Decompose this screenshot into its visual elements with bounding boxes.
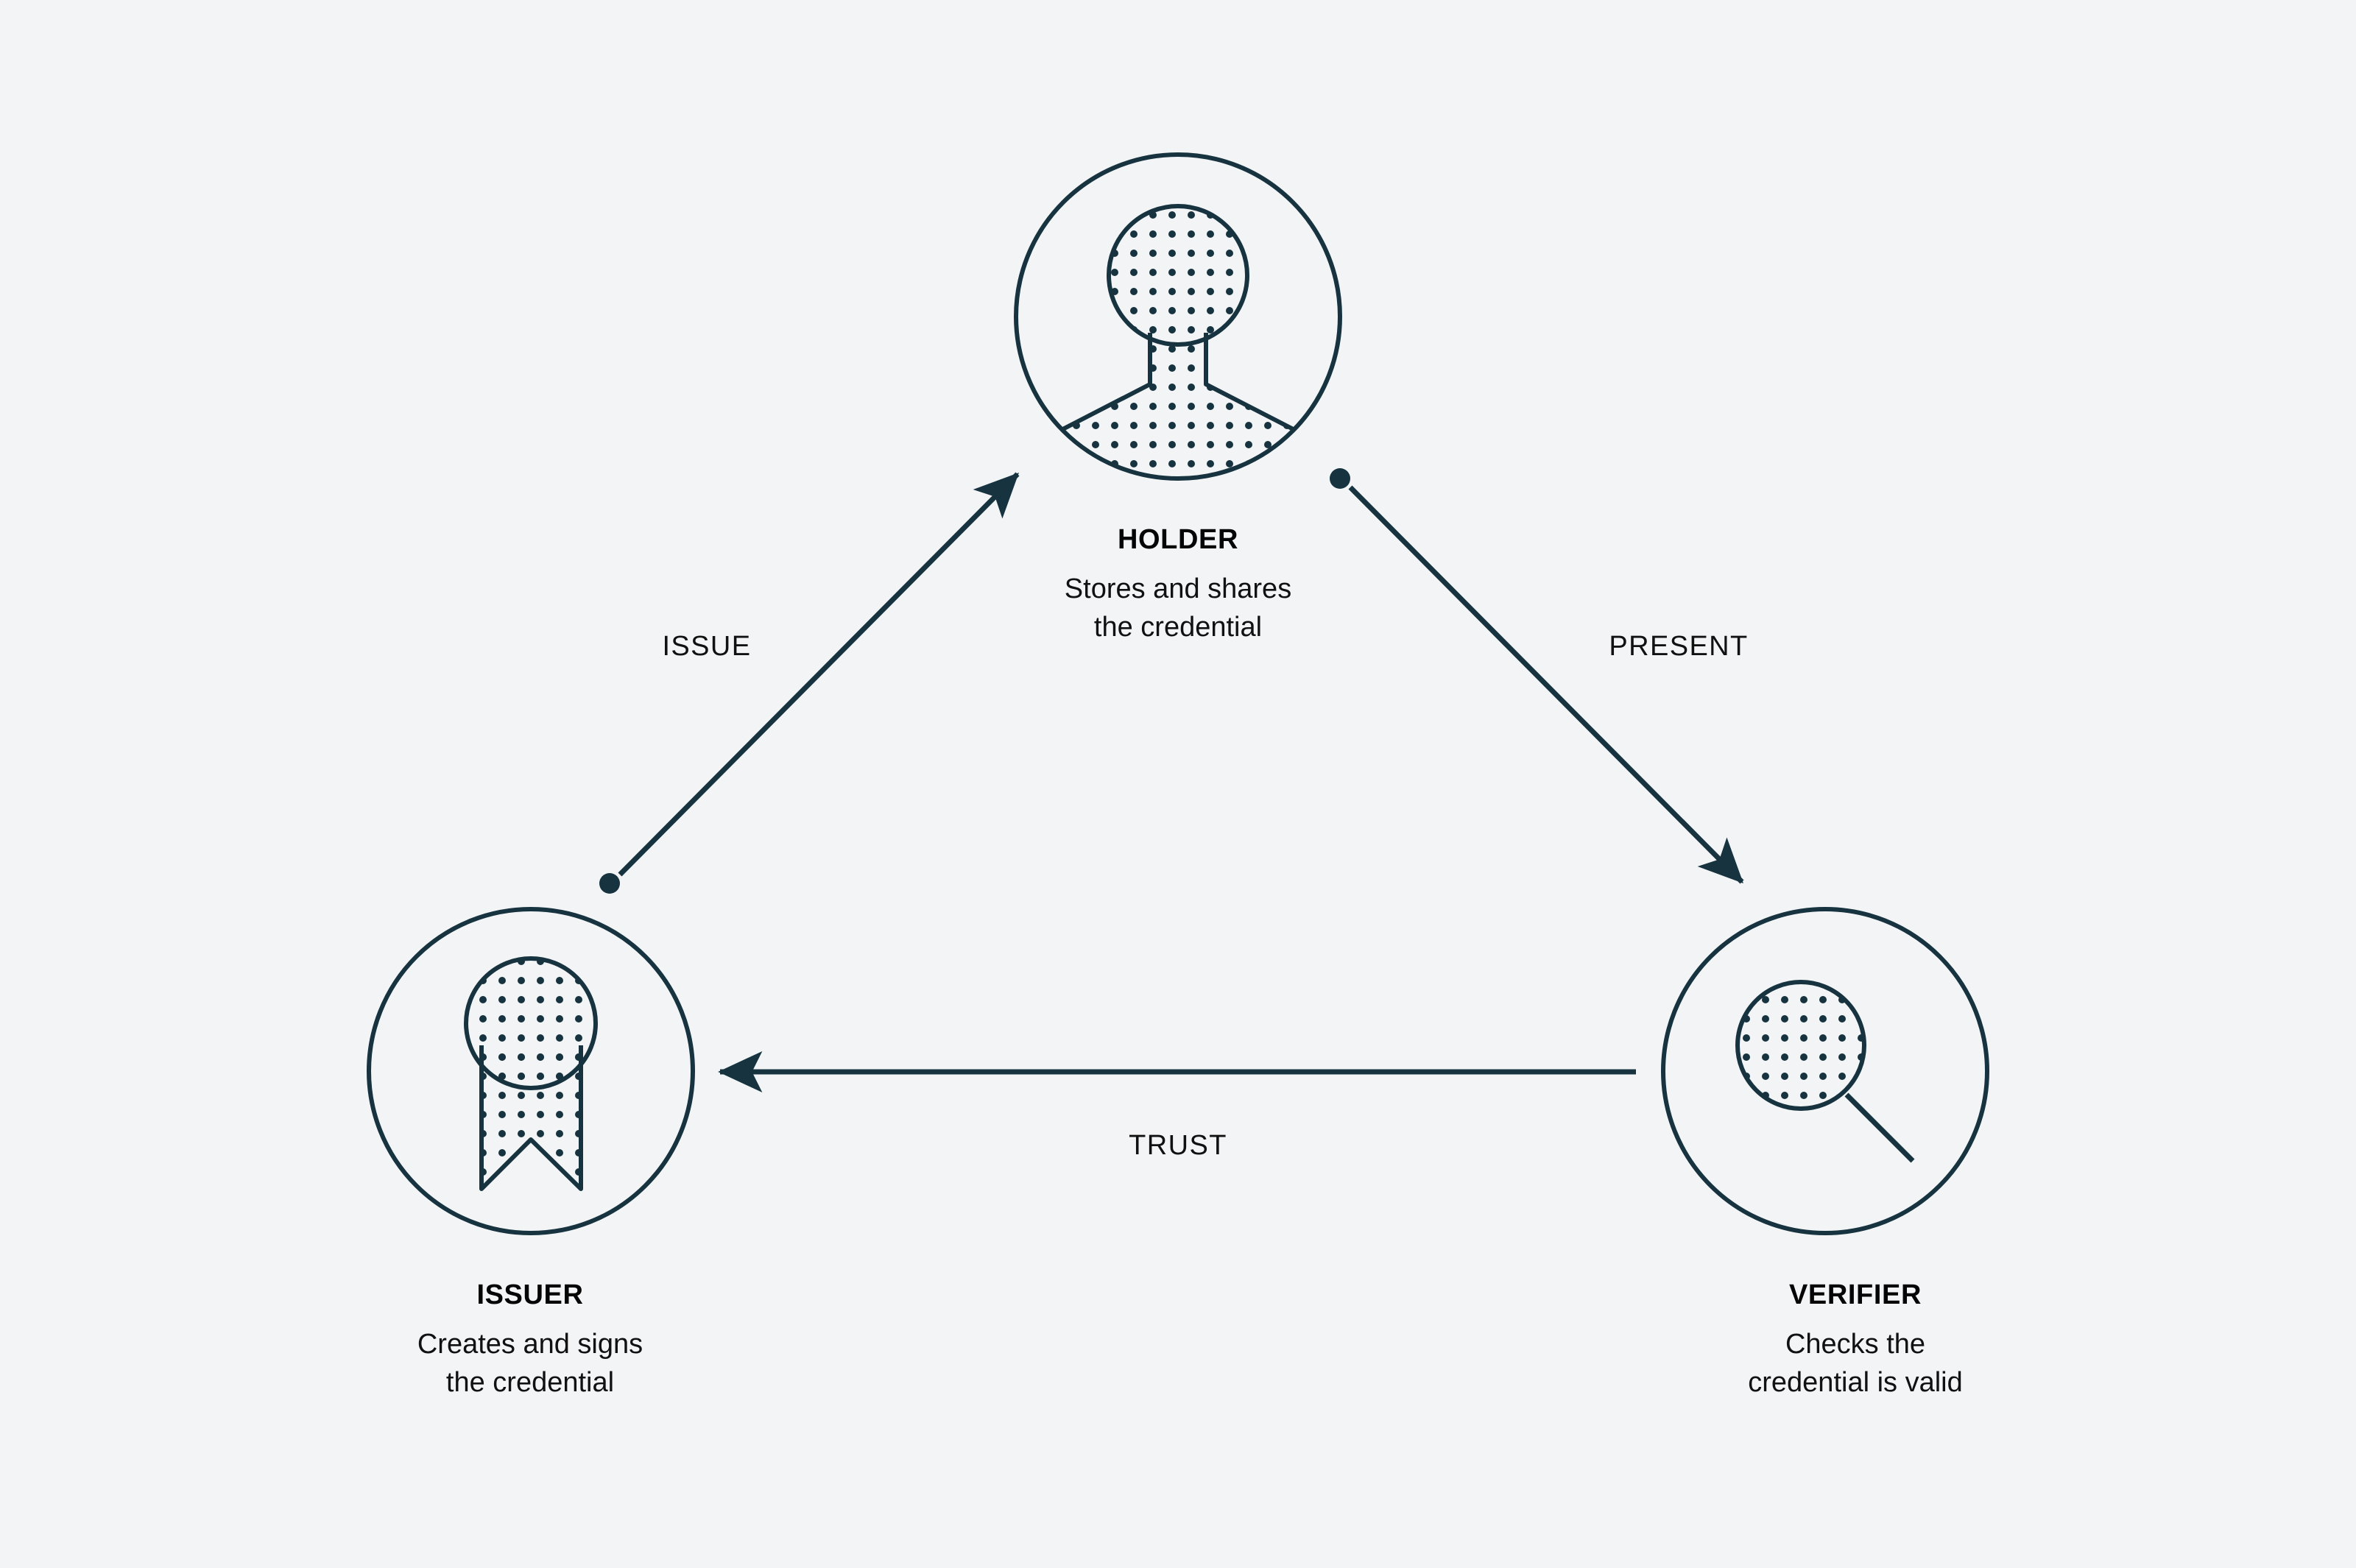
edge-issue-line <box>618 472 1020 877</box>
edge-present <box>1330 468 1744 884</box>
edge-issue-source-dot <box>599 873 620 894</box>
edge-present-source-dot <box>1330 468 1350 489</box>
edge-present-line <box>1348 485 1744 884</box>
node-verifier[interactable] <box>1661 907 1989 1235</box>
edge-issue <box>599 472 1020 894</box>
node-holder[interactable] <box>1014 152 1342 515</box>
node-holder-ring <box>1014 152 1342 481</box>
award-ribbon-icon <box>464 956 598 1191</box>
person-icon <box>1051 204 1305 477</box>
node-verifier-ring <box>1661 907 1989 1235</box>
node-issuer-ring <box>367 907 695 1235</box>
node-issuer[interactable] <box>367 907 695 1235</box>
magnifier-icon <box>1735 980 1915 1163</box>
